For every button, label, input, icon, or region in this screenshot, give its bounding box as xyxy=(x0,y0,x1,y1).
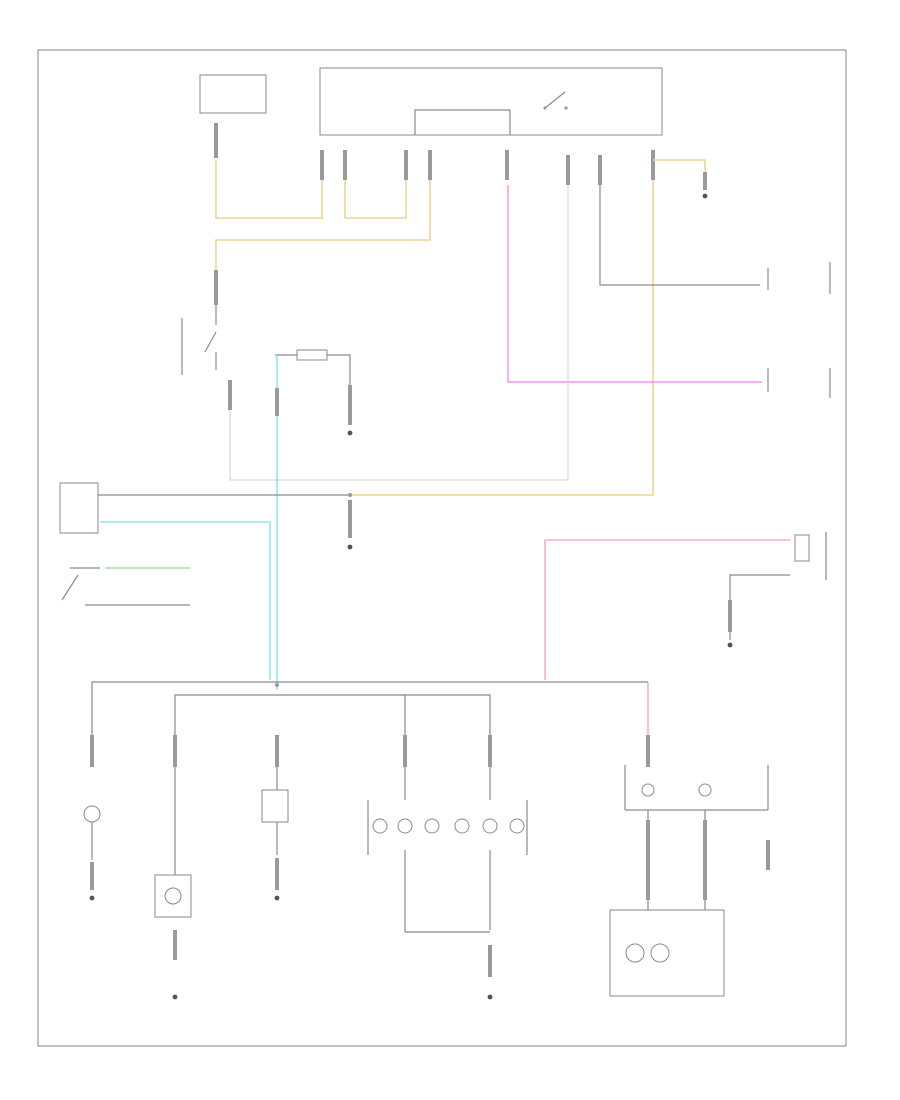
right-lower-connector xyxy=(507,185,831,398)
cluster xyxy=(154,767,192,1000)
yellow-wires xyxy=(215,159,706,496)
ground-top xyxy=(702,172,708,199)
diagram-border xyxy=(37,49,847,1047)
bottom-connectors xyxy=(90,735,650,767)
glovebox-lamp xyxy=(544,532,827,680)
relay xyxy=(59,482,350,534)
center-ground xyxy=(347,493,353,550)
top-connectors xyxy=(214,123,655,185)
multi-lamp xyxy=(367,767,528,1000)
illumination-fuse xyxy=(275,349,353,436)
switch-unit xyxy=(319,67,663,136)
right-upper-connector xyxy=(599,185,831,294)
dimmer-switch xyxy=(61,567,190,606)
cyan-wires xyxy=(100,355,279,690)
control-module xyxy=(609,909,725,997)
brake-switch xyxy=(181,270,232,410)
main-bus xyxy=(91,681,649,740)
switch-lamp xyxy=(261,767,289,901)
fuse-block xyxy=(199,74,267,114)
right-component xyxy=(624,765,770,910)
left-lamp xyxy=(83,805,101,901)
